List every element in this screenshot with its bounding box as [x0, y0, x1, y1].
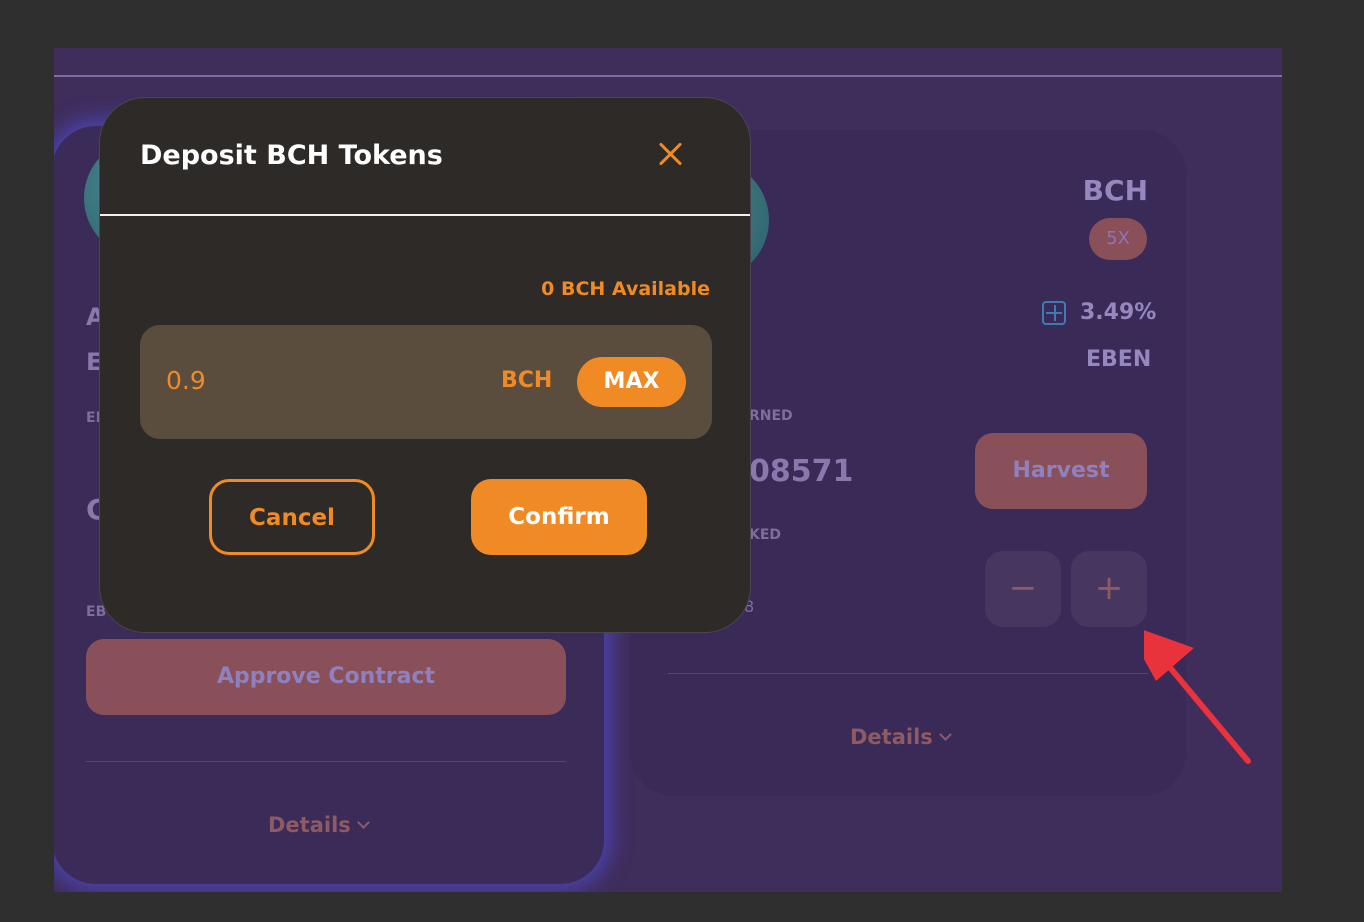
left-card-divider	[86, 761, 566, 762]
amount-input[interactable]	[166, 366, 416, 395]
stake-button[interactable]: +	[1071, 551, 1147, 627]
details-label-left: Details	[268, 813, 351, 837]
close-icon[interactable]	[658, 141, 684, 167]
staked-label: KED	[749, 527, 782, 543]
deposit-modal: Deposit BCH Tokens 0 BCH Available BCH M…	[99, 97, 751, 633]
staked-value: 8	[744, 597, 755, 616]
left-small-label-2: EB	[86, 604, 107, 620]
approve-contract-button[interactable]: Approve Contract	[86, 639, 566, 715]
pool-token-name: BCH	[1082, 174, 1148, 207]
annotation-arrow-icon	[1144, 630, 1251, 764]
details-label-right: Details	[850, 725, 933, 749]
harvest-button[interactable]: Harvest	[975, 433, 1147, 509]
unstake-button[interactable]: −	[985, 551, 1061, 627]
confirm-button[interactable]: Confirm	[471, 479, 647, 555]
left-row-text-2: E	[86, 348, 103, 376]
max-button[interactable]: MAX	[577, 357, 686, 407]
modal-header: Deposit BCH Tokens	[100, 98, 750, 216]
details-toggle-right[interactable]: Details	[850, 725, 952, 749]
left-small-label-1: EI	[86, 410, 101, 426]
available-balance: 0 BCH Available	[541, 278, 710, 300]
amount-unit: BCH	[501, 368, 553, 393]
cancel-button[interactable]: Cancel	[209, 479, 375, 555]
apr-text: 3.49%	[1080, 300, 1157, 325]
amount-input-box: BCH MAX	[140, 325, 712, 439]
calculator-icon[interactable]	[1042, 301, 1066, 325]
multiplier-badge: 5X	[1089, 218, 1147, 260]
chevron-down-icon	[356, 816, 370, 829]
earned-label: RNED	[749, 408, 793, 424]
details-toggle-left[interactable]: Details	[268, 813, 370, 837]
chevron-down-icon	[938, 728, 952, 741]
modal-title: Deposit BCH Tokens	[140, 140, 443, 171]
header-divider	[54, 75, 1282, 77]
right-card-divider	[668, 673, 1148, 674]
earned-value: 08571	[749, 454, 854, 489]
reward-token-label: EBEN	[1086, 347, 1152, 372]
apr-value[interactable]: 3.49%	[1042, 300, 1156, 325]
